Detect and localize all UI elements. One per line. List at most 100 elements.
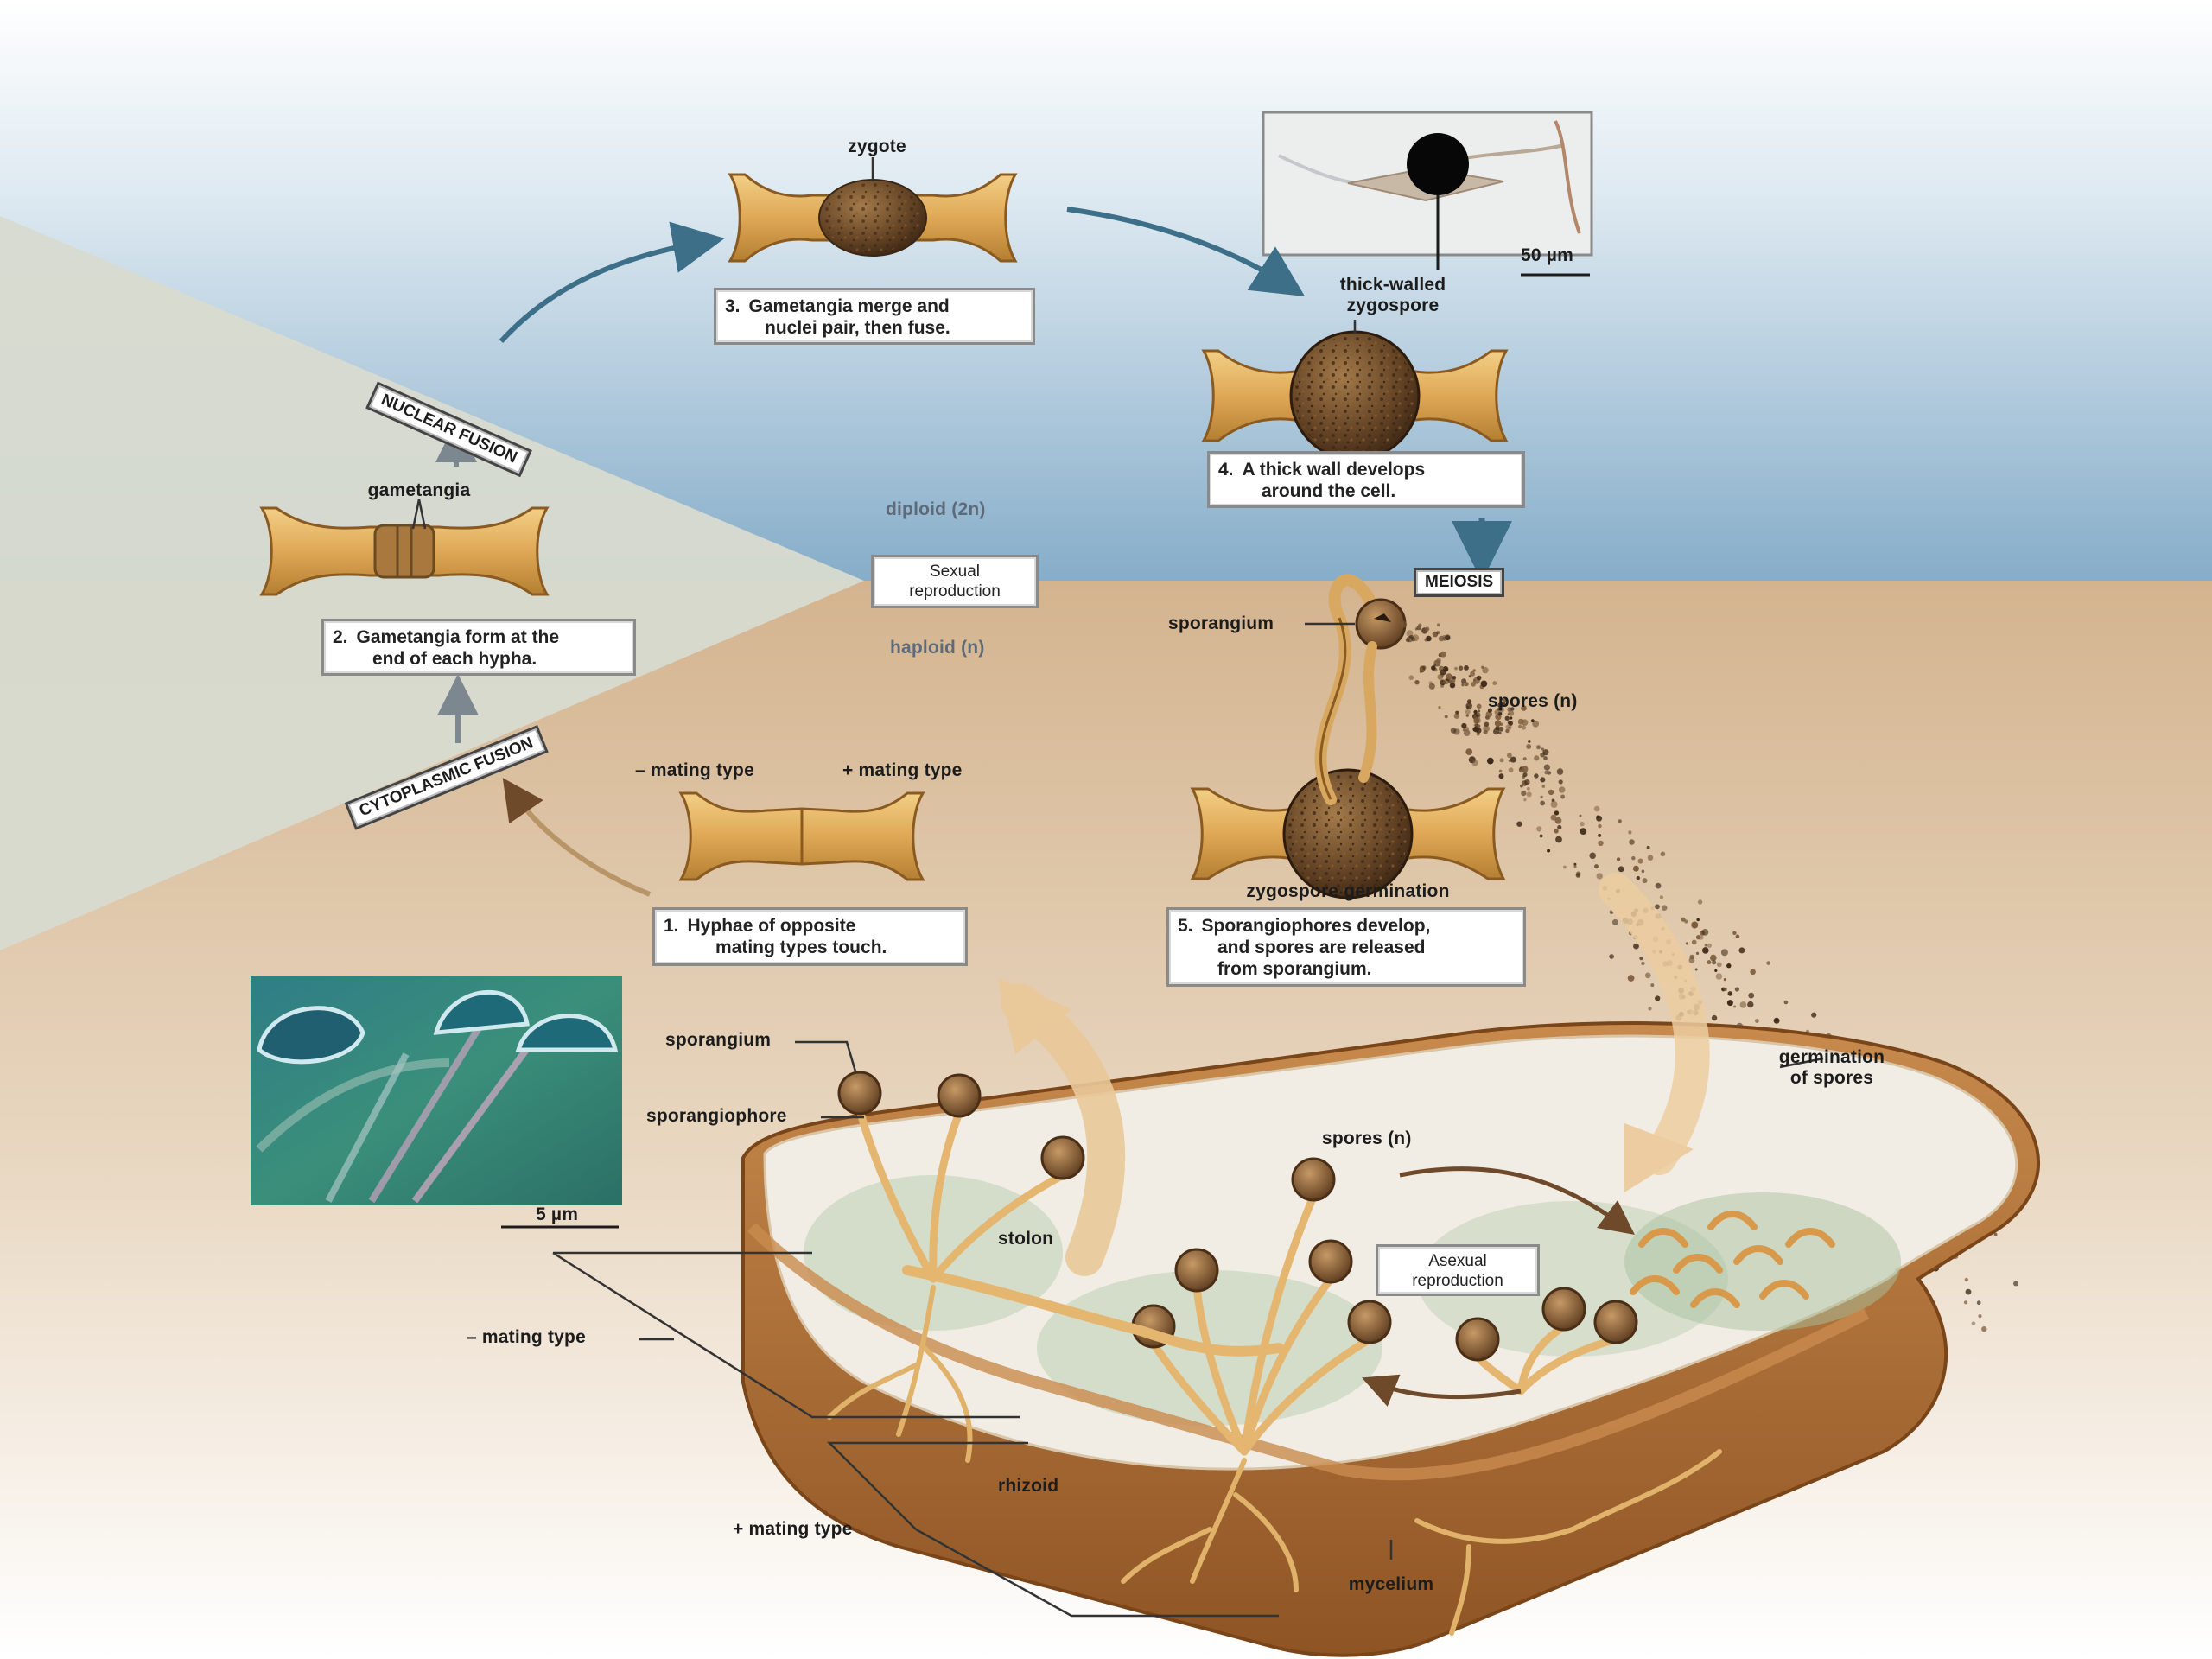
spore-dot — [1450, 728, 1457, 734]
spore-dot — [1628, 830, 1632, 835]
sporangium-head — [1291, 1157, 1336, 1202]
spore-dot — [1475, 717, 1481, 724]
spore-dot — [1963, 1300, 1968, 1305]
spore-dot — [1470, 671, 1475, 677]
spore-dot — [1655, 882, 1662, 889]
arrow-spore-release — [1399, 1166, 1636, 1235]
spore-dot — [1516, 821, 1522, 827]
spore-dot — [1436, 631, 1440, 635]
spore-dot — [1596, 815, 1603, 822]
spore-dot — [1436, 623, 1440, 626]
spore-dot — [1557, 824, 1562, 830]
spore-dot — [1637, 858, 1643, 864]
step-3-box: 3.Gametangia merge and nuclei pair, then… — [714, 288, 1035, 345]
spore-dot — [1414, 680, 1420, 685]
spore-dot — [1627, 975, 1635, 982]
spore-dot — [1644, 972, 1651, 979]
spore-dot — [1639, 957, 1643, 961]
stolon — [902, 1265, 1284, 1357]
spore-dot — [1580, 828, 1587, 835]
spore-dot — [1465, 714, 1470, 717]
asexual-line-2: reproduction — [1412, 1271, 1503, 1290]
spore-dot — [1433, 664, 1436, 667]
label-stolon: stolon — [998, 1229, 1054, 1249]
spore-dot — [1521, 791, 1527, 797]
sporangiophore-stalk — [855, 1106, 938, 1283]
spore-dot — [1548, 789, 1554, 796]
spore-dot — [1499, 758, 1504, 763]
gametangia-illustration — [259, 506, 550, 596]
spore-dot — [1521, 705, 1527, 711]
spore-dot — [1550, 814, 1557, 821]
spore-dot — [1631, 856, 1636, 861]
spore-dot — [1554, 817, 1562, 824]
spore-dot — [1510, 707, 1515, 711]
spore-dot — [1616, 857, 1621, 861]
spore-dot — [1647, 855, 1654, 861]
spore-dot — [1555, 836, 1562, 843]
spore-dot — [1976, 1300, 1981, 1306]
spore-dot — [1477, 709, 1481, 713]
spore-dot — [1710, 954, 1717, 962]
spore-dot — [1726, 1000, 1733, 1007]
spore-dot — [1540, 795, 1543, 799]
spore-dot — [1476, 675, 1482, 681]
spore-dot — [1520, 784, 1523, 788]
spore-dot — [1964, 1277, 1968, 1282]
spore-dot — [1691, 921, 1699, 929]
label-thick-walled: thick-walled — [1339, 275, 1446, 295]
sexual-wedge — [0, 216, 864, 950]
spore-dot — [1689, 954, 1694, 960]
spore-dot — [1573, 865, 1577, 868]
spore-dot — [1965, 1288, 1972, 1295]
spore-dot — [1485, 711, 1493, 718]
spore-dot — [1428, 681, 1433, 685]
spore-dot — [1691, 939, 1697, 945]
spore-dot — [1498, 731, 1502, 734]
spore-dot — [1579, 814, 1582, 817]
spore-dot — [1540, 800, 1545, 806]
spore-dot — [1463, 729, 1471, 736]
spore-dot — [1594, 864, 1599, 869]
spore-dot — [1527, 786, 1530, 791]
spore-dot — [1438, 706, 1441, 709]
sporangiophore-stalk — [1192, 1283, 1249, 1456]
spore-dot — [1981, 1326, 1987, 1332]
label-minus-mating-bottom: – mating type — [467, 1327, 586, 1347]
spore-dot — [1507, 753, 1512, 759]
sexual-reproduction-box: Sexual reproduction — [871, 555, 1039, 608]
spore-dot — [1542, 749, 1549, 756]
step-4-number: 4. — [1218, 460, 1234, 480]
sporangiophore-stalk — [1516, 1335, 1620, 1395]
sporangium-head — [937, 1073, 982, 1118]
spore-dot — [1517, 718, 1524, 725]
spore-dot — [1426, 635, 1432, 642]
spore-dot — [1408, 675, 1414, 680]
spore-dot — [1556, 768, 1564, 775]
label-minus-mating-top: – mating type — [635, 760, 754, 780]
spore-dot — [1483, 725, 1490, 733]
spore-dot — [1711, 1014, 1718, 1021]
spore-dot — [1697, 899, 1703, 905]
spore-dot — [1641, 961, 1645, 966]
spore-dot — [1530, 719, 1535, 723]
label-zygospore-germination: zygospore germination — [1246, 881, 1450, 901]
label-sporangium-top: sporangium — [1168, 613, 1274, 633]
sporangium-head — [1347, 1300, 1392, 1344]
spore-dot — [1487, 708, 1492, 713]
sporangium-photo — [251, 976, 622, 1229]
spore-dot — [1541, 747, 1544, 751]
spore-dot — [1425, 626, 1430, 632]
label-germination: germination — [1778, 1047, 1885, 1067]
step-2-line-2: end of each hypha. — [372, 649, 537, 670]
step-2-number: 2. — [333, 627, 348, 647]
spore-dot — [1632, 865, 1639, 872]
spore-dot — [1696, 918, 1700, 922]
spore-dot — [1443, 638, 1446, 641]
spore-dot — [1534, 773, 1539, 779]
step-3-number: 3. — [725, 296, 741, 316]
spore-dot — [1486, 757, 1494, 765]
label-diploid: diploid (2n) — [886, 499, 986, 519]
spore-dot — [1618, 866, 1624, 873]
